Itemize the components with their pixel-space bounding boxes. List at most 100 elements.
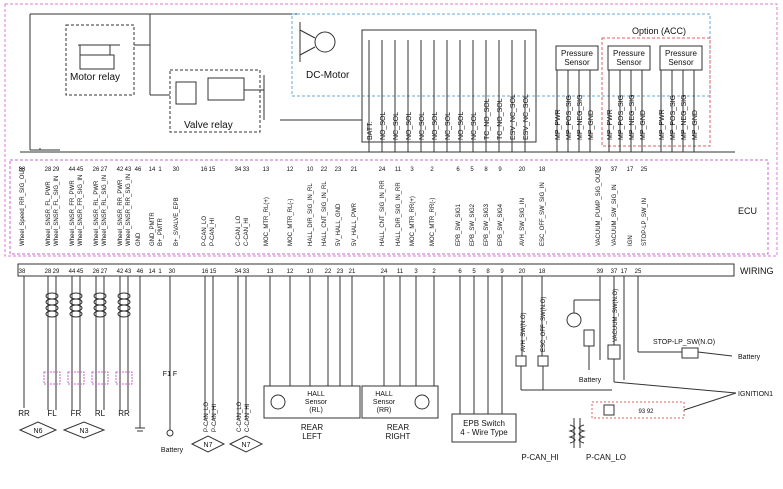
ignition-label: IGNITION1 bbox=[738, 391, 773, 398]
ecu-pin-number: 25 bbox=[641, 167, 648, 173]
ecu-pin-number: 1 bbox=[158, 167, 162, 173]
wheel-label: FL bbox=[47, 409, 57, 418]
valve-pin-label: NO_SOL bbox=[380, 111, 387, 140]
ecu-pin-number: 28 bbox=[45, 167, 52, 173]
wiring-pin-number: 44 bbox=[69, 269, 76, 275]
wiring-pin-number: 45 bbox=[77, 269, 84, 275]
ecu-signal-label: ESC_OFF_SW_SIG_IN bbox=[540, 182, 546, 246]
ecu-pin-number: 2 bbox=[430, 167, 434, 173]
ecu-pin-number: 39 bbox=[595, 167, 602, 173]
valve-block bbox=[361, 29, 537, 143]
ecu-signal-label: VACUUM_SW_SIG_IN bbox=[612, 184, 618, 246]
ecu-pin-number: 45 bbox=[77, 167, 84, 173]
ecu-signal-label: AVH_SW_SIG_IN bbox=[520, 198, 526, 246]
ecu-signal-label: HALL_DIR_SIG_IN_RR bbox=[396, 182, 402, 246]
stop-battery-label: Battery bbox=[738, 354, 761, 361]
valve-pin-label: ESV_NC_SOL bbox=[510, 94, 517, 140]
vacuum-switch-label: VACUUM_SW(N.O) bbox=[613, 289, 619, 342]
valve-pin-label: BATT. bbox=[367, 121, 374, 140]
wiring-pin-number: 28 bbox=[45, 269, 52, 275]
fuse-label: F1 F bbox=[163, 371, 177, 378]
wheel-label: RR bbox=[18, 409, 30, 418]
ecu-signal-label: GND bbox=[136, 232, 142, 246]
ecu-signal-label: IGN bbox=[628, 235, 634, 246]
sensor-pin-label: MP_NEG_SIG bbox=[629, 94, 636, 140]
valve-pin-label: NO_SOL bbox=[458, 111, 465, 140]
wiring-pin-number: 20 bbox=[519, 269, 526, 275]
ecu-signal-label: Wheel_SNSR_FL_SIG_IN bbox=[54, 176, 60, 246]
pcan-label: P-CAN_HI bbox=[212, 404, 218, 432]
valve-pin-label: TC_NO_SOL bbox=[484, 98, 491, 140]
ground-label: N7 bbox=[204, 442, 213, 449]
ecu-pin-number: 8 bbox=[484, 167, 488, 173]
pressure-sensor-box bbox=[555, 45, 599, 71]
ground-n7-b bbox=[228, 435, 264, 453]
wiring-pin-number: 6 bbox=[458, 269, 462, 275]
ecu-signal-label: EPB_SW_SIG4 bbox=[498, 203, 504, 246]
ecu-pin-number: 44 bbox=[69, 167, 76, 173]
valve-pin-label: NC_SOL bbox=[445, 112, 452, 140]
option-acc-frame bbox=[601, 37, 711, 147]
ecu-pin-number: 12 bbox=[287, 167, 294, 173]
wiring-pin-number: 42 bbox=[117, 269, 124, 275]
sensor-pin-label: MP_POS_SIG bbox=[670, 95, 677, 140]
wiring-pin-number: 12 bbox=[287, 269, 294, 275]
ecu-signal-label: Wheel_SNSR_RL_PWR bbox=[94, 180, 100, 246]
ecu-signal-label: P-CAN_HI bbox=[210, 218, 216, 246]
wiring-pin-number: 46 bbox=[137, 269, 144, 275]
wiring-pin-number: 5 bbox=[472, 269, 476, 275]
ecu-pin-number: 33 bbox=[243, 167, 250, 173]
wiring-pin-number: 43 bbox=[125, 269, 132, 275]
wiring-pin-number: 33 bbox=[243, 269, 250, 275]
dc-motor-label: DC-Motor bbox=[306, 70, 350, 81]
ecu-pin-number: 15 bbox=[209, 167, 216, 173]
sensor-pin-label: MP_POS_SIG bbox=[618, 95, 625, 140]
ecu-signal-label: C-CAN_HI bbox=[244, 217, 250, 246]
ecu-frame bbox=[9, 159, 769, 255]
ecu-pin-number: 11 bbox=[395, 167, 402, 173]
ecu-signal-label: GND_PMTR bbox=[150, 212, 156, 246]
ecu-pin-number: 3 bbox=[410, 167, 414, 173]
ecu-signal-label: Wheel_SNSR_FR_SIG_IN bbox=[78, 175, 84, 246]
ecu-signal-label: Wheel_Speed_RR_SIG_OUT bbox=[20, 166, 26, 246]
option-acc-label: Option (ACC) bbox=[632, 26, 686, 36]
valve-pin-label: NO_SOL bbox=[406, 111, 413, 140]
wiring-pin-number: 34 bbox=[235, 269, 242, 275]
ecu-signal-label: MOC_MTR_RL(-) bbox=[288, 199, 294, 246]
ecu-signal-label: Wheel_SNSR_FR_PWR bbox=[70, 180, 76, 246]
ecu-pin-number: 9 bbox=[498, 167, 502, 173]
pressure-sensor-box bbox=[659, 45, 703, 71]
vacuum-battery-label: Battery bbox=[579, 377, 602, 384]
ecu-pin-number: 30 bbox=[173, 167, 180, 173]
sensor-pin-label: MP_NEG_SIG bbox=[681, 94, 688, 140]
ecu-pin-number: 23 bbox=[335, 167, 342, 173]
stop-lamp-switch-label: STOP-LP_SW(N.O) bbox=[653, 339, 715, 346]
wiring-label: WIRING bbox=[740, 266, 774, 276]
connector-label: 93 92 bbox=[638, 409, 654, 415]
pcan-label: P-CAN_LO bbox=[204, 402, 210, 432]
sensor-pin-label: MP_NEG_SIG bbox=[577, 94, 584, 140]
wiring-pin-number: 38 bbox=[19, 269, 26, 275]
pressure-sensor-box bbox=[607, 45, 651, 71]
valve-pin-label: NC_SOL bbox=[393, 112, 400, 140]
ground-label: N6 bbox=[34, 428, 43, 435]
ecu-pin-number: 14 bbox=[149, 167, 156, 173]
ecu-signal-label: STOP-LP_SW_IN bbox=[642, 198, 648, 246]
wiring-pin-number: 18 bbox=[539, 269, 546, 275]
motor-relay-label: Motor relay bbox=[70, 72, 120, 83]
valve-pin-label: TC_NO_SOL bbox=[497, 98, 504, 140]
wiring-pin-number: 14 bbox=[149, 269, 156, 275]
ecu-pin-number: 34 bbox=[235, 167, 242, 173]
wheel-label: FR bbox=[71, 409, 82, 418]
motor-relay-box bbox=[65, 24, 135, 96]
ground-n3 bbox=[62, 421, 106, 439]
sensor-pin-label: MP_GND bbox=[692, 110, 699, 140]
wiring-pin-number: 3 bbox=[414, 269, 418, 275]
sensor-pin-label: MP_PWR bbox=[555, 109, 562, 140]
ecu-signal-label: HALL_CNT_SIG_IN_RL bbox=[322, 181, 328, 246]
